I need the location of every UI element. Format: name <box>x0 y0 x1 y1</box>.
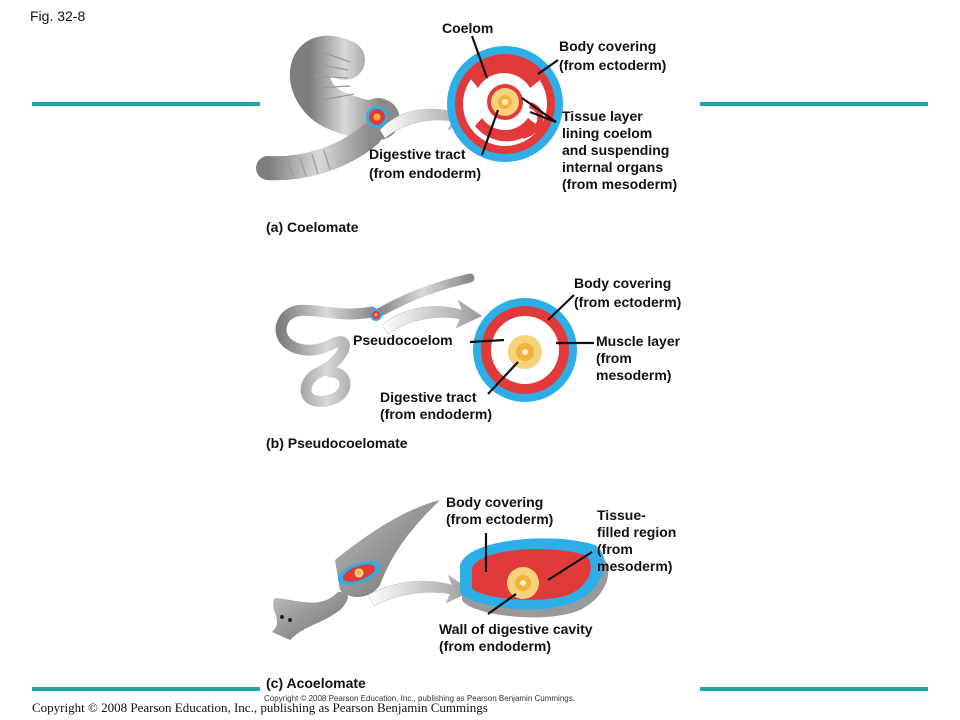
coelomate-body-covering-label: Body covering (from ectoderm) <box>559 38 667 73</box>
pseudocoelom-label: Pseudocoelom <box>353 332 453 348</box>
copyright-notice: Copyright © 2008 Pearson Education, Inc.… <box>32 700 488 715</box>
figure-label: Fig. 32-8 <box>30 8 86 24</box>
pseudocoelomate-arrow <box>381 299 483 335</box>
coelomate-worm <box>256 35 400 181</box>
tissue-layer-label: Tissue layer lining coelom and suspendin… <box>562 108 678 192</box>
coelomate-panel-title: (a) Coelomate <box>266 219 359 235</box>
tissue-filled-region-label: Tissue- filled region (from mesoderm) <box>597 507 677 574</box>
muscle-layer-label: Muscle layer (from mesoderm) <box>596 333 681 383</box>
copyright-notice-small: Copyright © 2008 Pearson Education, Inc.… <box>264 694 575 703</box>
acoelomate-cross-section <box>460 538 609 618</box>
accent-bar-right-bottom <box>700 687 928 691</box>
coelomate-digestive-tract-label: Digestive tract (from endoderm) <box>369 146 481 181</box>
acoelomate-leader-lines <box>484 533 593 615</box>
pseudocoelomate-body-covering-label: Body covering (from ectoderm) <box>574 275 682 310</box>
pseudocoelomate-cross-section <box>473 298 577 402</box>
coelomate-leader-lines <box>470 35 559 156</box>
accent-bar-right-top <box>700 102 928 106</box>
acoelomate-flatworm <box>272 500 440 640</box>
pseudocoelomate-digestive-tract-label: Digestive tract (from endoderm) <box>380 389 492 422</box>
accent-bar-left-top <box>32 102 260 106</box>
coelom-label: Coelom <box>442 20 494 36</box>
pseudocoelomate-worm <box>275 273 475 407</box>
accent-bar-left-bottom <box>32 687 260 691</box>
pseudocoelomate-leader-lines <box>469 294 594 395</box>
acoelomate-body-covering-label: Body covering (from ectoderm) <box>446 494 554 527</box>
digestive-cavity-wall-label: Wall of digestive cavity (from endoderm) <box>439 621 593 654</box>
acoelomate-panel-title: (c) Acoelomate <box>266 675 366 691</box>
coelomate-cross-section <box>447 46 563 162</box>
pseudocoelomate-panel-title: (b) Pseudocoelomate <box>266 435 408 451</box>
acoelomate-arrow <box>367 574 473 607</box>
